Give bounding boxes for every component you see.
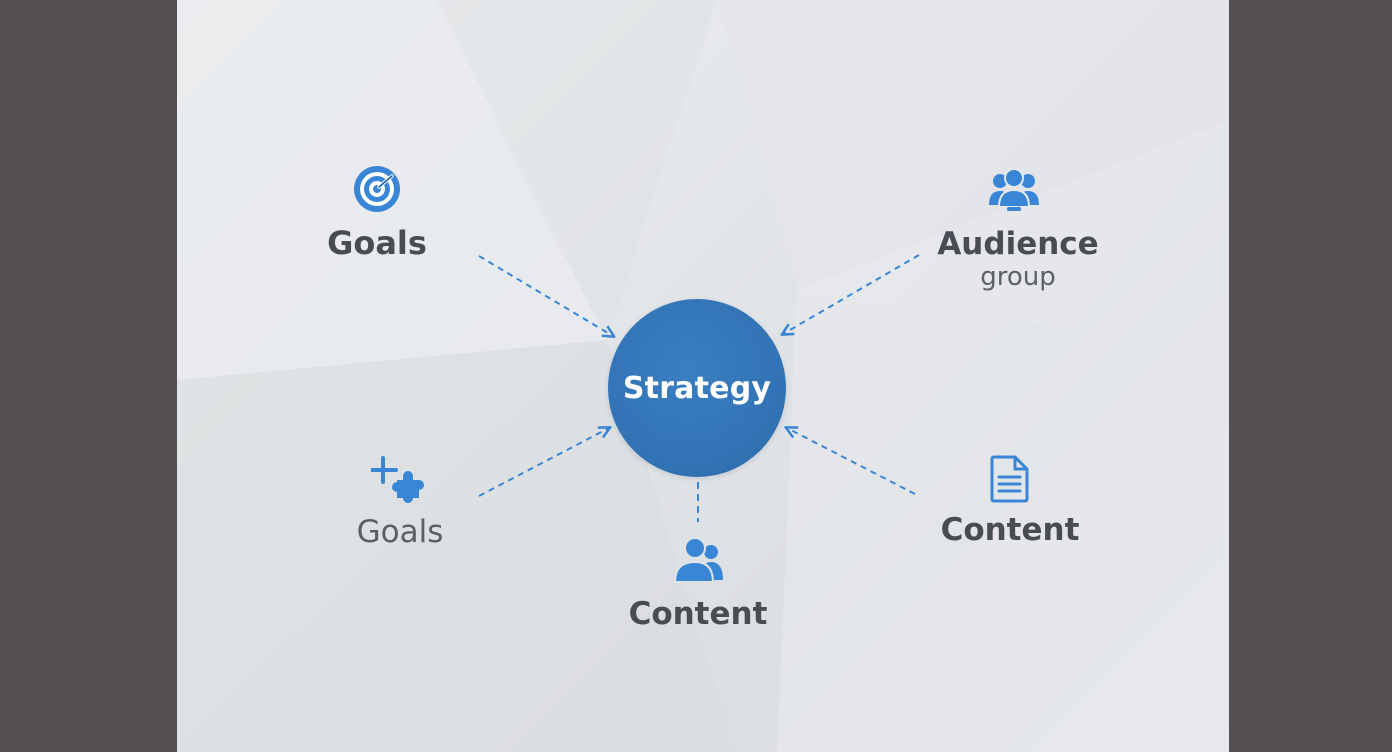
node-content-bottom: Content (613, 596, 783, 632)
arrow-goals-bottom (478, 428, 609, 497)
node-goals-top: Goals (317, 224, 437, 262)
arrow-audience (783, 254, 920, 334)
background-facets (177, 0, 1229, 752)
arrow-content-right (787, 428, 916, 495)
goals-top-label: Goals (327, 224, 427, 262)
audience-label: Audience (937, 226, 1099, 262)
audience-sublabel: group (980, 262, 1056, 292)
connector-layer (478, 254, 920, 522)
hub-label: Strategy (622, 370, 772, 406)
arrow-goals-top (478, 255, 613, 336)
users-icon (673, 537, 723, 583)
people-group-icon (989, 168, 1039, 211)
content-bottom-label: Content (628, 596, 768, 632)
goals-bottom-label: Goals (356, 514, 444, 550)
node-audience: Audience group (923, 226, 1113, 292)
target-icon (354, 166, 400, 212)
plus-puzzle-icon (371, 456, 424, 503)
node-content-right: Content (925, 512, 1095, 548)
document-icon (990, 455, 1029, 503)
content-right-label: Content (940, 512, 1080, 548)
strategy-hub: Strategy (608, 299, 786, 477)
node-goals-bottom: Goals (340, 514, 460, 550)
diagram-canvas: Strategy Goals Audience group Goals (177, 0, 1229, 752)
